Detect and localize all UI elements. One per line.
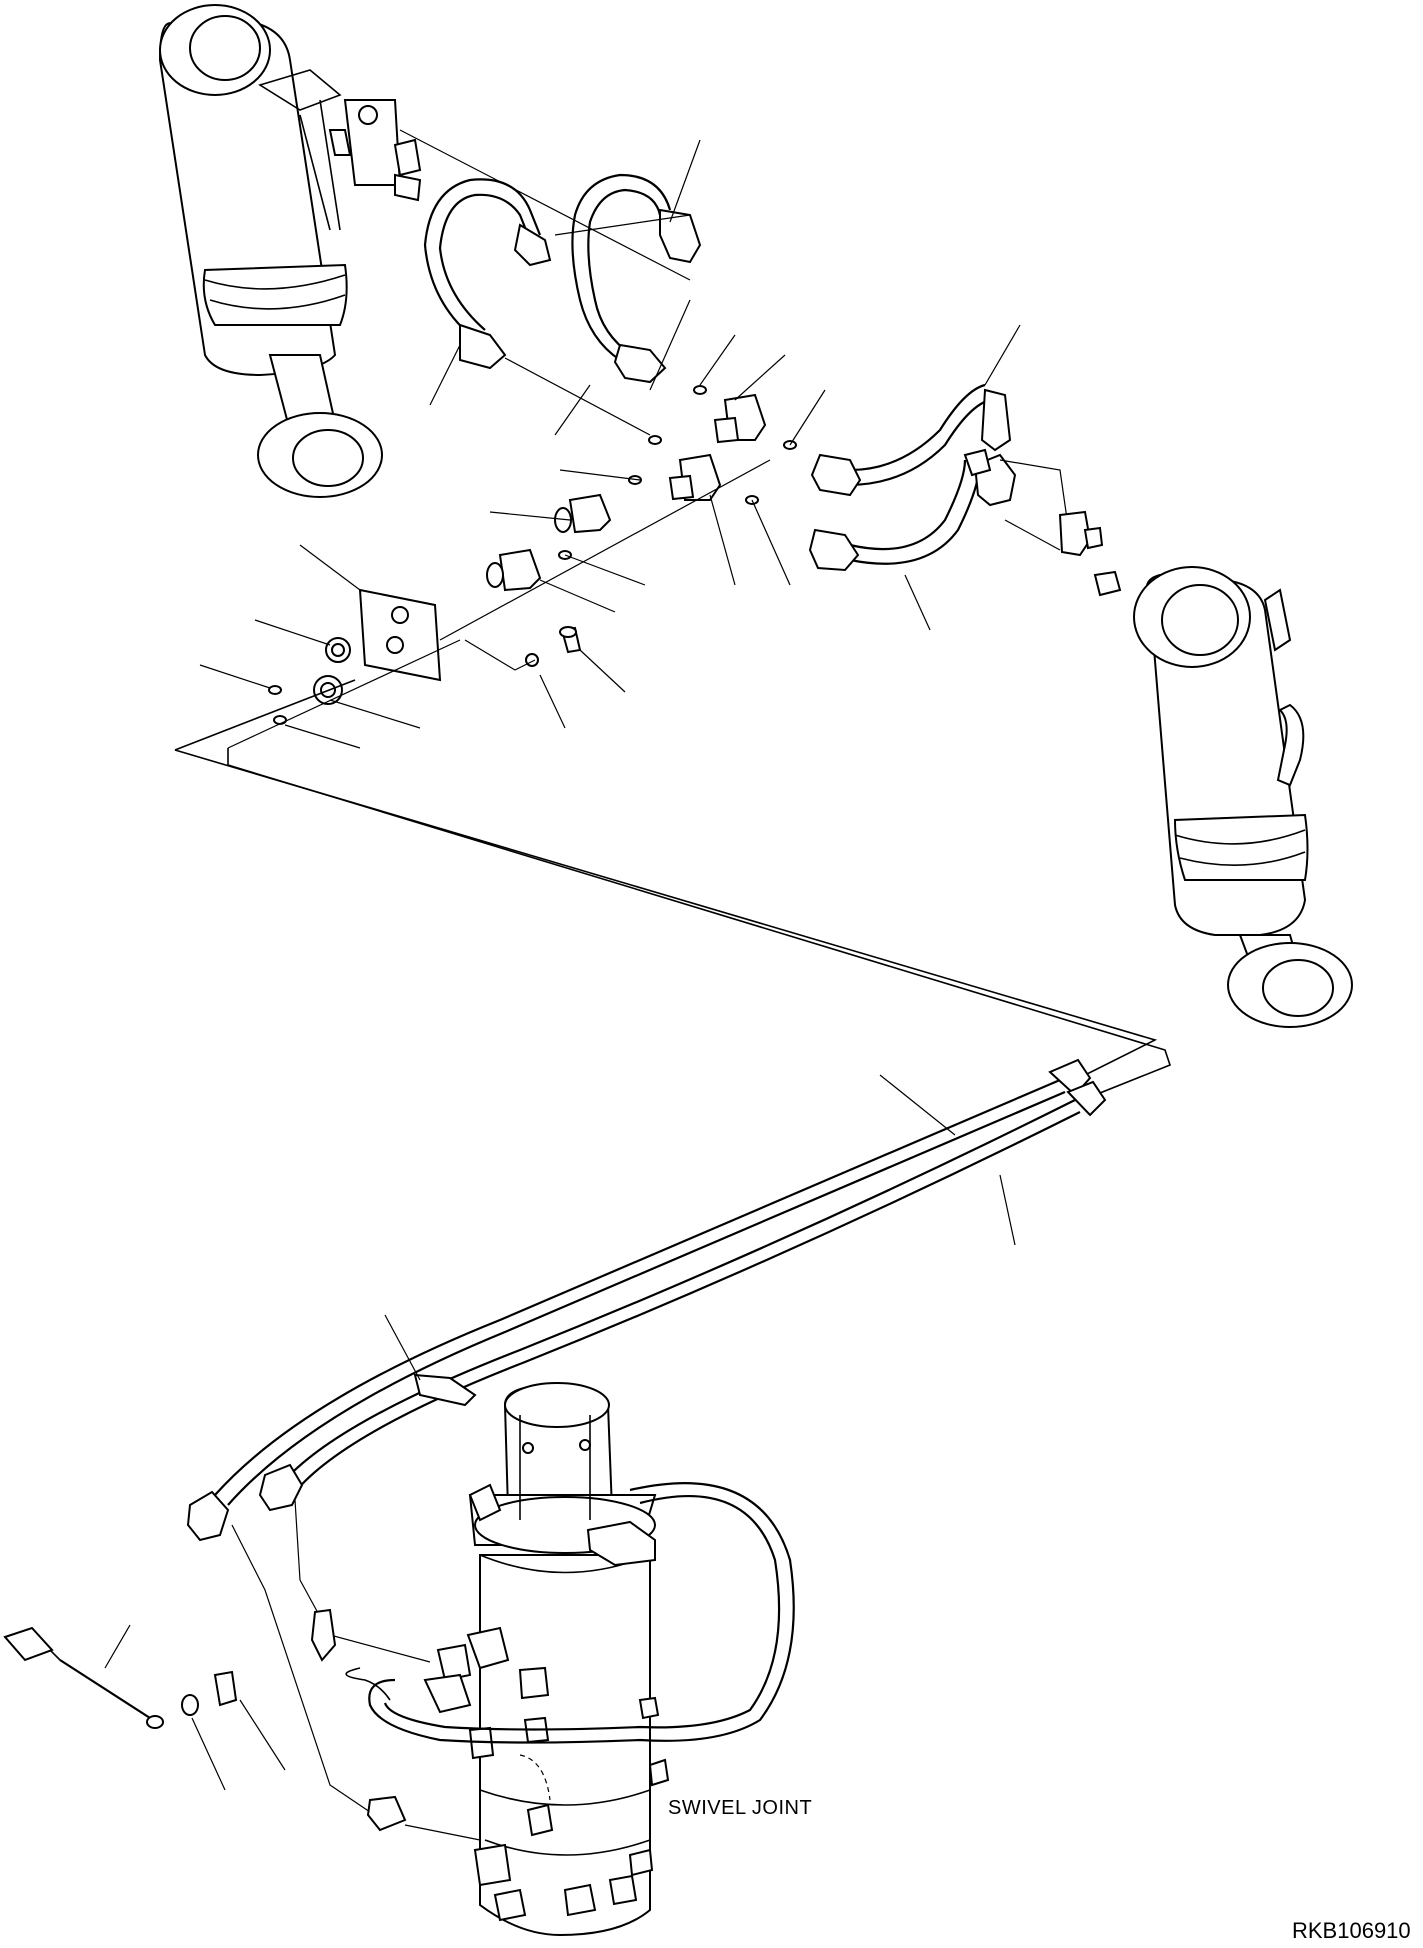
callout-boundary	[174, 679, 1158, 1100]
leader-line	[564, 554, 646, 586]
leader-line	[539, 674, 566, 729]
upper-hoses	[423, 173, 702, 384]
leader-line	[984, 324, 1021, 386]
leader-line	[579, 649, 626, 693]
leader-line	[999, 1174, 1016, 1246]
fitting	[366, 1795, 407, 1832]
leader-line	[734, 354, 786, 401]
wire-harness	[3, 1624, 286, 1791]
leader-line	[504, 357, 651, 436]
leader-line	[751, 499, 791, 586]
center-fittings	[268, 385, 797, 725]
drain-hose	[383, 1495, 781, 1731]
right-hydraulic-cylinder	[1133, 566, 1353, 1028]
leader-line	[231, 1524, 371, 1813]
leader-line	[199, 664, 271, 689]
fitting	[310, 1608, 337, 1662]
leader-line	[399, 129, 691, 281]
long-hoses	[186, 1058, 1107, 1542]
right-hoses	[808, 383, 1017, 572]
leader-line	[384, 1314, 421, 1381]
leader-line	[464, 639, 536, 671]
leader-line	[559, 469, 641, 481]
leader-line	[879, 1074, 956, 1136]
callout-boundary	[227, 748, 1171, 1111]
leader-line	[554, 214, 691, 236]
left-hydraulic-cylinder	[158, 4, 422, 498]
leader-line	[294, 1499, 431, 1663]
leader-line	[699, 334, 736, 386]
leader-line	[649, 299, 691, 391]
leader-line	[439, 459, 771, 641]
leader-line	[227, 639, 461, 749]
drain-hose	[368, 1482, 795, 1744]
leader-line	[284, 724, 361, 749]
leader-line	[709, 494, 736, 586]
leader-line	[254, 619, 331, 646]
leader-line	[299, 544, 361, 591]
leader-line	[539, 579, 616, 613]
leader-line	[669, 139, 701, 223]
swivel-joint	[423, 1382, 670, 1937]
leader-line	[329, 699, 421, 729]
leader-line	[429, 344, 461, 406]
leader-line	[404, 1824, 481, 1841]
swivel-joint-label: SWIVEL JOINT	[668, 1797, 813, 1819]
leader-line	[904, 574, 931, 631]
right-fittings	[1058, 510, 1122, 597]
leader-line	[489, 511, 571, 521]
leader-line	[789, 389, 826, 446]
drawing-code-label: RKB106910	[1292, 1918, 1411, 1943]
wire	[345, 1667, 391, 1701]
leader-line	[554, 384, 591, 436]
leader-line	[1004, 519, 1061, 551]
